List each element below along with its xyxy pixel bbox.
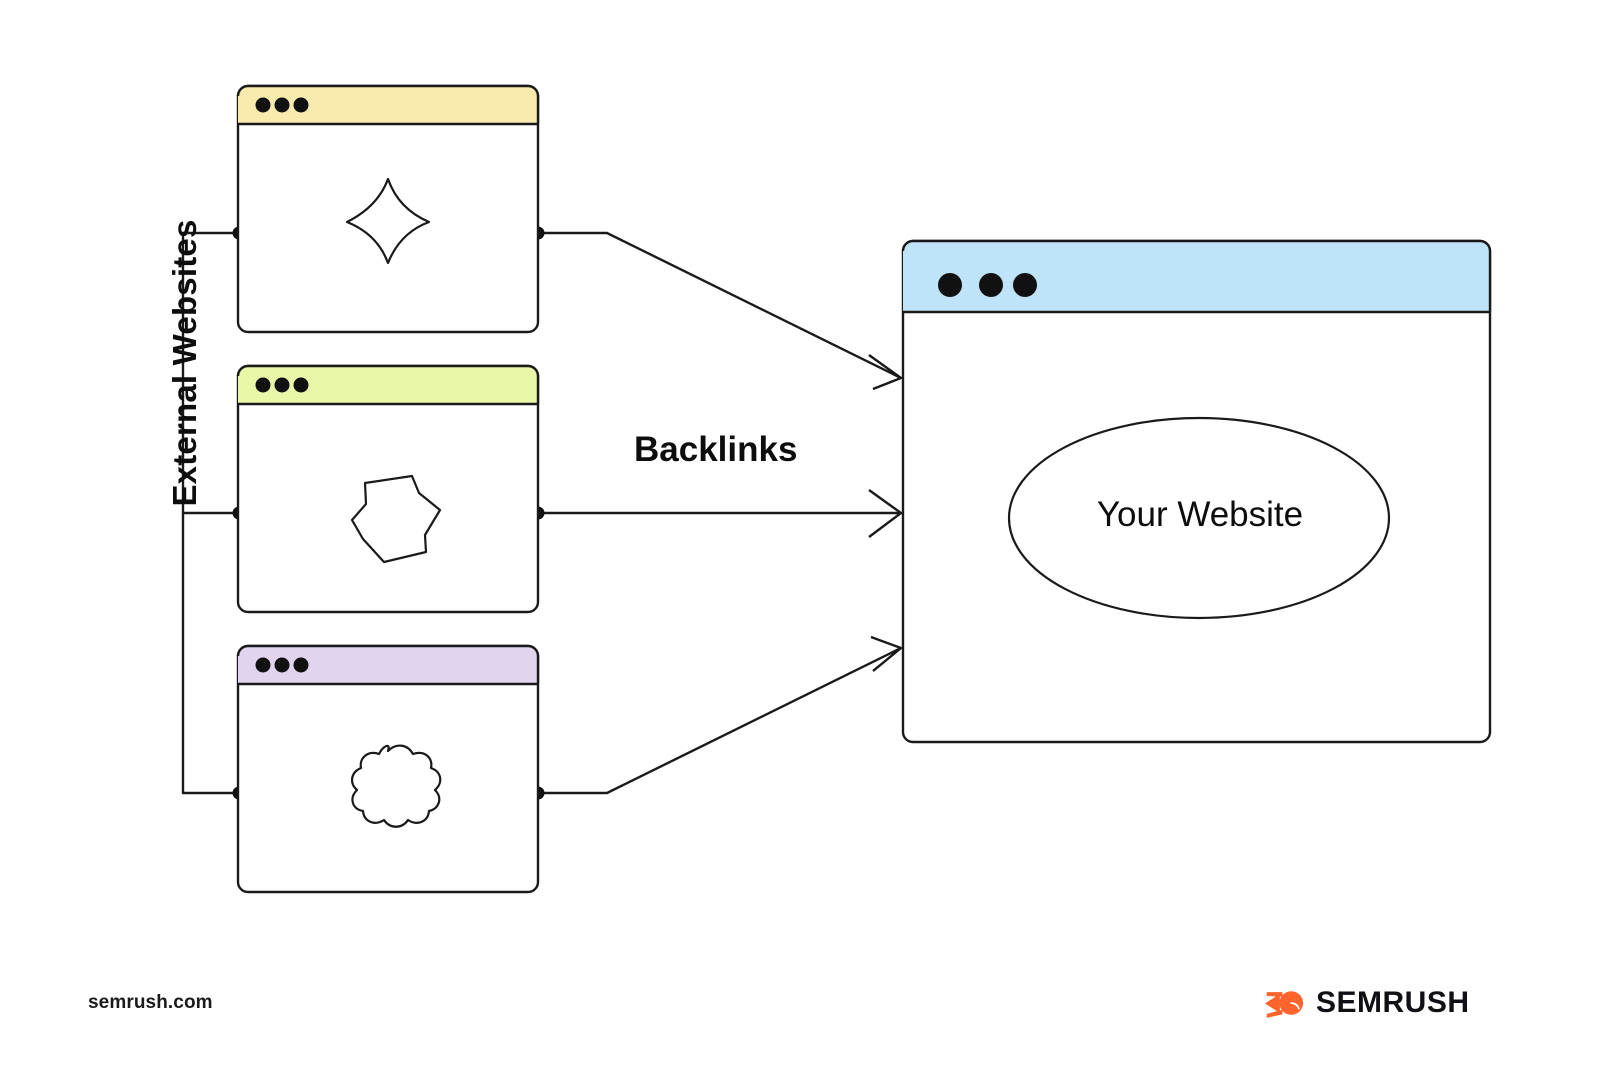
backlink-arrow-3-head: [870, 635, 904, 672]
external-window-2-titlebar-outline: [236, 364, 540, 404]
your-website-titlebar-outline: [901, 239, 1492, 312]
your-website-ellipse: [1007, 416, 1391, 620]
external-websites-label: External Websites: [166, 219, 203, 507]
external-websites-bracket: [181, 231, 240, 795]
external-window-2-traffic-dots: [255, 377, 309, 393]
external-window-1-titlebar: [238, 86, 538, 124]
external-window-2[interactable]: [236, 364, 540, 614]
backlink-arrows: [538, 231, 904, 795]
backlink-arrow-1: [538, 231, 900, 379]
your-website-traffic-dots: [938, 273, 1037, 297]
your-website-titlebar: [903, 241, 1490, 312]
external-window-1[interactable]: [236, 84, 540, 334]
window-dot: [255, 377, 271, 393]
window-dot: [938, 273, 962, 297]
external-window-1-traffic-dots: [255, 97, 309, 113]
window-dot: [293, 97, 309, 113]
backlink-arrow-2-head: [868, 489, 904, 538]
window-dot: [293, 657, 309, 673]
window-dot: [255, 657, 271, 673]
heptagon-blob-icon: [350, 474, 442, 564]
backlink-arrow-1-head: [868, 354, 904, 391]
external-window-3-traffic-dots: [255, 657, 309, 673]
external-window-3-titlebar-outline: [236, 644, 540, 684]
backlink-arrow-3: [538, 647, 900, 795]
semrush-comet-icon: [1265, 991, 1304, 1018]
window-dot: [979, 273, 1003, 297]
external-window-3[interactable]: [236, 644, 540, 894]
source-attribution: semrush.com: [88, 992, 213, 1013]
your-website-window[interactable]: [901, 239, 1492, 744]
flower-blob-icon: [351, 744, 442, 828]
window-dot: [274, 657, 290, 673]
backlinks-label: Backlinks: [634, 430, 798, 469]
diamond-blob-icon: [345, 177, 431, 265]
external-window-1-titlebar-outline: [236, 84, 540, 124]
your-website-label: Your Website: [1096, 495, 1304, 534]
window-dot: [255, 97, 271, 113]
semrush-logo: SEMRUSH: [1265, 986, 1470, 1020]
external-window-3-titlebar: [238, 646, 538, 684]
window-dot: [274, 377, 290, 393]
external-window-2-titlebar: [238, 366, 538, 404]
window-dot: [274, 97, 290, 113]
your-website-window-frame: [901, 239, 1492, 744]
semrush-wordmark: SEMRUSH: [1316, 986, 1470, 1019]
window-dot: [293, 377, 309, 393]
window-dot: [1013, 273, 1037, 297]
